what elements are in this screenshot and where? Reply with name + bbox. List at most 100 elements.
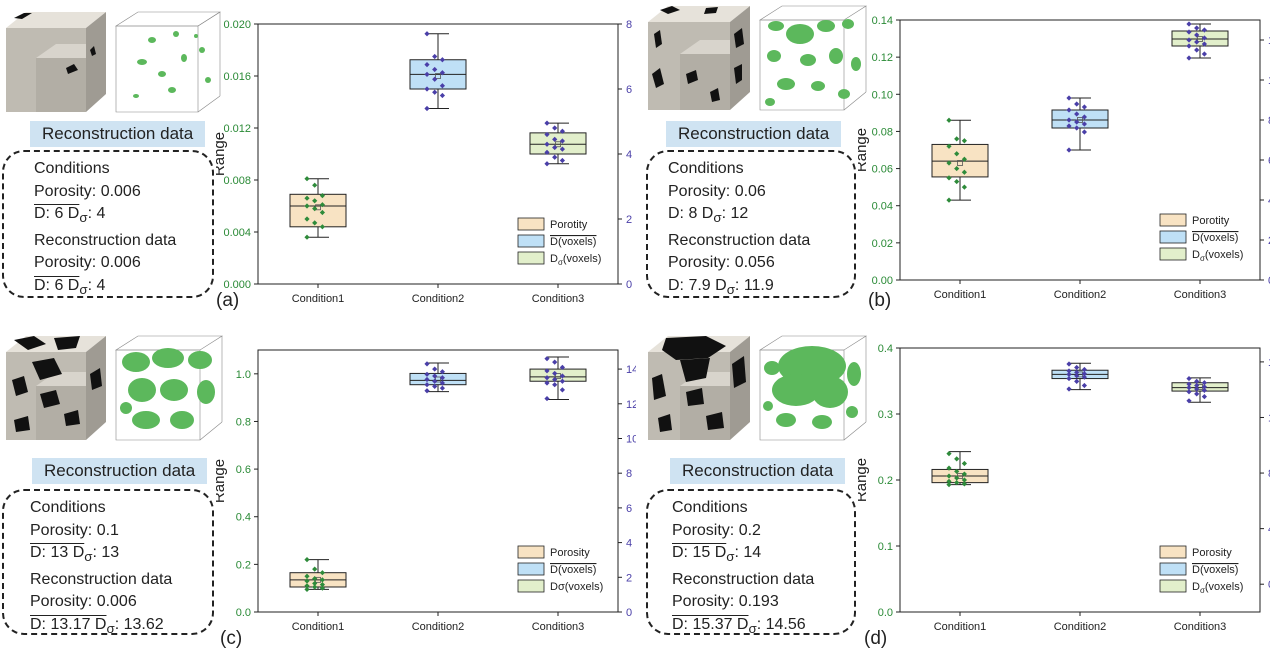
data-point	[1066, 361, 1072, 367]
x-tick-label: Condition3	[532, 293, 585, 305]
reconstruction-data-label: Reconstruction data	[666, 121, 842, 147]
box-3	[1171, 21, 1229, 61]
y-tick-label: 0.10	[872, 89, 893, 101]
reconstruction-data-label: Reconstruction data	[30, 121, 206, 147]
data-point	[946, 473, 952, 479]
data-point	[946, 117, 952, 123]
data-point	[559, 128, 565, 134]
data-point	[1074, 125, 1080, 131]
y2-tick-label: 4	[1268, 524, 1270, 536]
data-point	[1066, 386, 1072, 392]
y2-tick-label: 4	[626, 149, 632, 161]
data-point	[1066, 147, 1072, 153]
y-tick-label: 0.12	[872, 52, 893, 64]
y2-tick-label: 8	[1268, 115, 1270, 127]
y2-tick-label: 14	[626, 364, 636, 376]
data-point	[304, 203, 310, 209]
data-point	[312, 576, 318, 582]
conditions-title: Conditions	[672, 499, 748, 516]
data-point	[954, 178, 960, 185]
data-point	[946, 478, 952, 484]
data-point	[1201, 394, 1207, 400]
conditions-title: Conditions	[668, 160, 744, 177]
recon-porosity: Porosity: 0.006	[34, 254, 141, 272]
recon-d: D: 15.37 D	[672, 615, 749, 633]
data-point	[312, 182, 318, 188]
y2-tick-label: 12	[1268, 412, 1270, 424]
data-point	[552, 136, 558, 142]
y2-tick-label: 0	[1268, 579, 1270, 591]
box-1	[289, 557, 347, 592]
box-2	[1051, 361, 1109, 392]
box-body	[409, 372, 467, 386]
y2-tick-label: 4	[1268, 195, 1270, 207]
legend-swatch	[1159, 247, 1187, 261]
legend-label: Dσ(voxels)	[550, 253, 601, 267]
recon-dsig: : 13.62	[114, 615, 164, 633]
x-tick-label: Condition3	[1174, 621, 1227, 633]
data-point	[424, 388, 430, 394]
box-1	[931, 451, 989, 488]
y-tick-label: 0.020	[223, 19, 251, 31]
data-point	[559, 378, 565, 384]
conditions-porosity: Porosity: 0.2	[672, 521, 761, 539]
conditions-d: D: 6 D	[34, 205, 80, 222]
data-point	[1194, 378, 1200, 384]
data-point	[961, 477, 967, 483]
data-point	[954, 456, 960, 462]
data-point	[424, 62, 430, 68]
legend-label-part: (voxels)	[1205, 581, 1244, 593]
y2-tick-label: 6	[1268, 155, 1270, 167]
legend-swatch	[1159, 230, 1187, 244]
recon-porosity: Porosity: 0.056	[668, 254, 775, 272]
y-tick-label: 0.2	[878, 475, 893, 487]
pore-cube-image	[758, 335, 868, 441]
data-point	[312, 584, 318, 590]
recon-dsig: : 11.9	[734, 276, 774, 294]
solid-cube-image	[6, 336, 106, 440]
y-tick-label: 1.0	[236, 369, 251, 381]
legend-label: Dσ(voxels)	[1192, 249, 1243, 263]
data-point	[1081, 104, 1087, 110]
y-tick-label: 0.016	[223, 71, 251, 83]
y2-tick-label: 10	[1268, 75, 1270, 87]
conditions-porosity: Porosity: 0.06	[668, 182, 766, 200]
legend-label-part: D	[1192, 249, 1200, 261]
legend-label: Porosity	[1192, 547, 1232, 559]
y-tick-label: 0.3	[878, 409, 893, 421]
data-point	[552, 154, 558, 160]
data-point	[439, 92, 445, 99]
recon-d: D: 7.9 D	[668, 276, 727, 294]
data-point	[559, 364, 565, 370]
conditions-porosity: Porosity: 0.1	[30, 521, 119, 539]
conditions-porosity: Porosity: 0.006	[34, 182, 141, 200]
legend-sigma: σ	[1200, 254, 1205, 263]
conditions-d: D: 8 D	[668, 205, 714, 222]
data-point	[1074, 111, 1080, 117]
conditions-title: Conditions	[30, 499, 106, 516]
data-point	[304, 557, 310, 563]
data-point	[552, 359, 558, 365]
data-point	[304, 176, 310, 182]
box-body	[289, 193, 347, 228]
mean-marker	[957, 160, 963, 166]
data-point	[544, 120, 550, 126]
x-tick-label: Condition3	[532, 621, 585, 633]
box-chart-d: 0.00.10.20.30.40481216RangeCondition1Con…	[858, 343, 1270, 633]
data-point	[1194, 47, 1200, 53]
pore-cube-image	[758, 5, 868, 111]
data-point	[312, 566, 318, 572]
y-tick-label: 0.02	[872, 238, 893, 250]
recon-porosity: Porosity: 0.006	[30, 593, 137, 611]
legend-swatch	[517, 579, 545, 593]
data-point	[1074, 101, 1080, 107]
data-point	[432, 366, 438, 372]
y2-tick-label: 6	[626, 84, 632, 96]
conditions-dsig: : 14	[734, 544, 762, 561]
data-point	[544, 131, 550, 138]
legend-swatch	[1159, 562, 1187, 576]
data-point	[946, 160, 952, 166]
data-point	[552, 382, 558, 388]
x-tick-label: Condition2	[412, 293, 465, 305]
y2-tick-label: 12	[626, 399, 636, 411]
